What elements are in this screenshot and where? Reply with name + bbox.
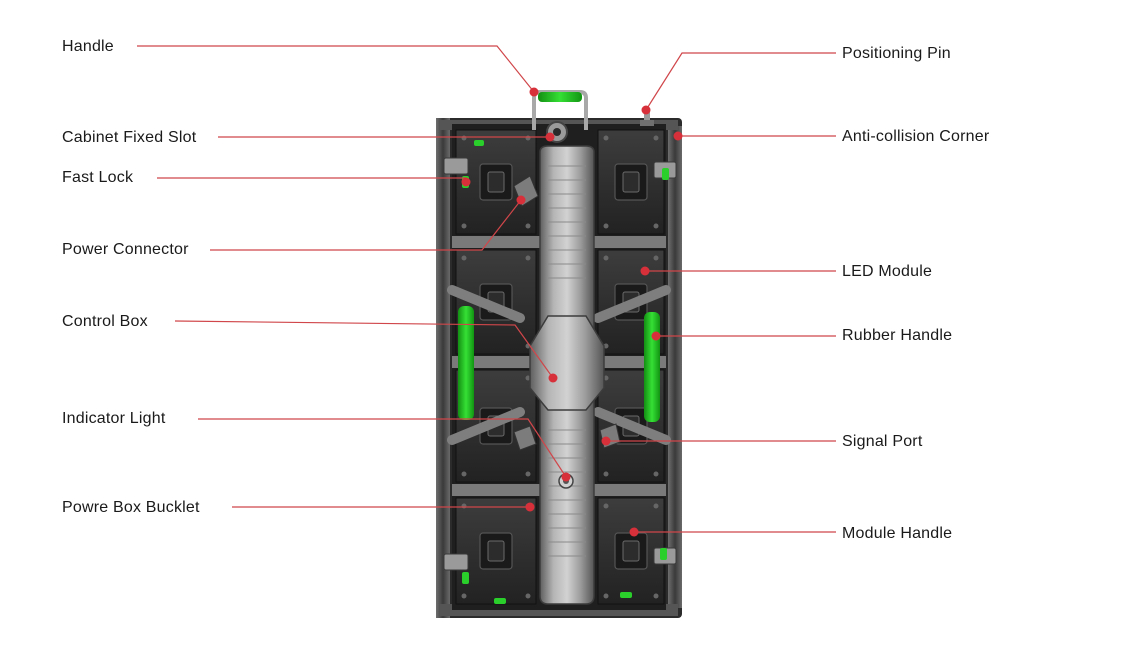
leader-fast-lock-dot xyxy=(461,177,471,187)
label-fast-lock: Fast Lock xyxy=(62,169,134,186)
led-module-tile xyxy=(455,497,537,605)
leader-lines xyxy=(137,45,836,537)
leader-signal-port-dot xyxy=(601,436,611,446)
label-positioning-pin: Positioning Pin xyxy=(842,45,951,62)
label-anti-collision-corner: Anti-collision Corner xyxy=(842,128,990,145)
leader-cabinet-fixed-slot-dot xyxy=(545,132,555,142)
label-rubber-handle: Rubber Handle xyxy=(842,327,953,344)
leader-power-connector xyxy=(210,199,522,251)
leader-anti-collision-corner-dot xyxy=(673,131,683,141)
led-module-tile xyxy=(597,369,665,483)
leader-indicator-light xyxy=(198,418,567,478)
label-module-handle: Module Handle xyxy=(842,525,953,542)
label-handle: Handle xyxy=(62,38,114,55)
diagonal-braces xyxy=(447,285,671,445)
leader-power-box-bucklet-dot xyxy=(525,502,535,512)
leader-rubber-handle-dot xyxy=(651,331,661,341)
label-power-connector: Power Connector xyxy=(62,241,189,258)
label-control-box: Control Box xyxy=(62,313,148,330)
leader-positioning-pin xyxy=(645,52,836,111)
leader-handle-dot xyxy=(529,87,539,97)
label-cabinet-fixed-slot: Cabinet Fixed Slot xyxy=(62,129,197,146)
control-box-shape xyxy=(529,145,605,605)
leader-positioning-pin-dot xyxy=(641,105,651,115)
cabinet-fixed-slot-shape xyxy=(546,121,568,143)
leader-led-module-dot xyxy=(640,266,650,276)
leader-handle xyxy=(137,45,535,93)
label-led-module: LED Module xyxy=(842,263,933,280)
led-module-tile xyxy=(597,129,665,235)
leader-power-connector-dot xyxy=(516,195,526,205)
positioning-pin-shape xyxy=(640,108,654,126)
leader-control-box xyxy=(174,320,554,379)
label-signal-port: Signal Port xyxy=(842,433,923,450)
label-power-box-bucklet: Powre Box Bucklet xyxy=(62,499,200,516)
fast-lock-shapes xyxy=(443,157,677,571)
label-indicator-light: Indicator Light xyxy=(62,410,166,427)
leader-control-box-dot xyxy=(548,373,558,383)
connector-shapes xyxy=(513,175,621,451)
leader-module-handle-dot xyxy=(629,527,639,537)
leader-indicator-light-dot xyxy=(561,472,571,482)
